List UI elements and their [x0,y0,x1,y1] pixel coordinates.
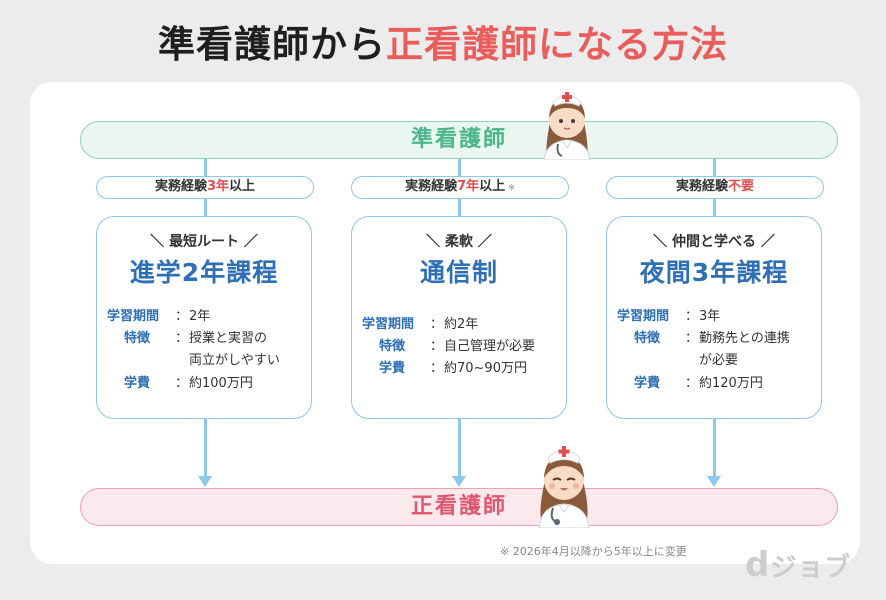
route-course-name: 夜間3年課程 [639,258,789,287]
detail-colon: ： [685,309,699,324]
requirement-text: 実務経験 [675,179,728,194]
route-details: 学習期間 ： 約2年 特徴 ： 自己管理が必要 学費 ： 約70~90万円 [362,314,562,394]
logo-text: ジョブ [770,553,852,583]
logo-mark: d [745,545,771,585]
detail-value-cont: 両立がしやすい [189,353,280,368]
detail-colon: ： [430,317,444,332]
arrow-down-icon [452,476,466,487]
detail-value: 約120万円 [699,376,763,391]
requirement-text: 実務経験 [154,179,207,194]
detail-value: 約70~90万円 [444,361,527,376]
requirement-pill-3: 実務経験不要 [606,176,824,199]
connector-line-6 [713,419,716,477]
requirement-highlight: 不要 [728,179,755,194]
title-part-1: 準看護師から [158,23,386,66]
detail-label: 学習期間 [362,317,415,332]
detail-colon: ： [430,361,444,376]
requirement-text: 以上 [229,179,256,194]
requirement-pill-1: 実務経験3年以上 [96,176,314,199]
detail-label: 特徴 [634,331,661,346]
connector-line-5 [458,419,461,477]
requirement-highlight: 3年 [206,179,230,194]
detail-colon: ： [430,339,444,354]
detail-value: 約2年 [444,317,479,332]
detail-value: 3年 [699,309,721,324]
detail-label: 学習期間 [617,309,670,324]
detail-label: 学費 [124,376,151,391]
detail-label: 学習期間 [107,309,160,324]
detail-value: 授業と実習の [189,331,268,346]
requirement-text: 以上 [479,179,506,194]
route-card-3: ＼ 仲間と学べる ／ 夜間3年課程 学習期間 ： 3年 特徴 ： 勤務先との連携… [606,216,822,419]
requirement-highlight: 7年 [457,179,480,194]
route-details: 学習期間 ： 3年 特徴 ： 勤務先との連携 が必要 学費 ： 約120万円 [617,306,817,406]
detail-value: 自己管理が必要 [444,339,536,354]
detail-colon: ： [175,331,189,346]
requirement-text: 実務経験 [405,179,458,194]
detail-value: 勤務先との連携 [699,331,790,346]
nurse-icon [543,92,591,160]
detail-value: 2年 [189,309,211,324]
route-card-1: ＼ 最短ルート ／ 進学2年課程 学習期間 ： 2年 特徴 ： 授業と実習の 両… [96,216,312,419]
route-tagline: ＼ 仲間と学べる ／ [653,234,775,250]
detail-colon: ： [175,309,189,324]
footnote: ※ 2026年4月以降から5年以上に変更 [500,545,687,558]
title-part-2: 正看護師になる方法 [386,23,728,66]
detail-value-cont: が必要 [699,353,739,368]
route-course-name: 進学2年課程 [129,258,279,287]
route-course-name: 通信制 [419,258,498,287]
detail-colon: ： [175,376,189,391]
detail-value: 約100万円 [189,376,253,391]
route-details: 学習期間 ： 2年 特徴 ： 授業と実習の 両立がしやすい 学費 ： 約100万… [107,306,307,406]
connector-line-4 [204,419,207,477]
page-title: 準看護師から正看護師になる方法 [0,14,886,68]
nurse-icon [538,446,590,528]
brand-logo: dジョブ [745,545,851,585]
detail-colon: ： [685,331,699,346]
route-tagline: ＼ 柔軟 ／ [426,234,492,250]
start-node-bar: 準看護師 [80,121,838,159]
detail-label: 学費 [379,361,406,376]
goal-node-bar: 正看護師 [80,488,838,526]
arrow-down-icon [707,476,721,487]
route-tagline: ＼ 最短ルート ／ [150,234,258,250]
requirement-note-mark: ※ [508,183,515,192]
detail-label: 特徴 [124,331,151,346]
detail-colon: ： [685,376,699,391]
arrow-down-icon [198,476,212,487]
requirement-pill-2: 実務経験7年以上※ [351,176,569,199]
detail-label: 特徴 [379,339,406,354]
detail-label: 学費 [634,376,661,391]
route-card-2: ＼ 柔軟 ／ 通信制 学習期間 ： 約2年 特徴 ： 自己管理が必要 学費 ： … [351,216,567,419]
